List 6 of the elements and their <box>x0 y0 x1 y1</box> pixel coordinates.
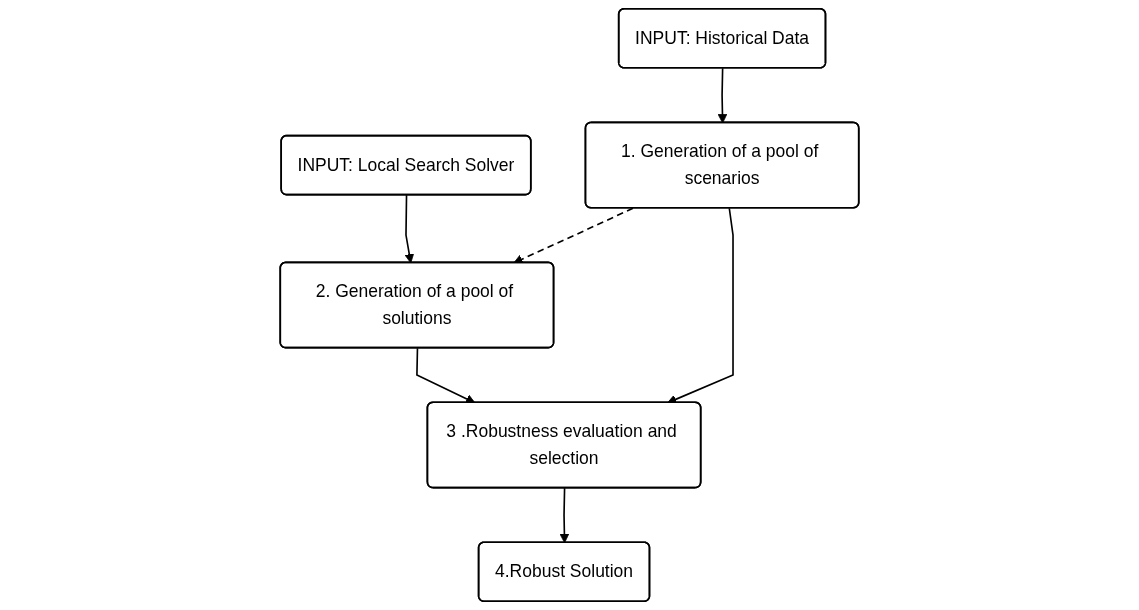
arrow <box>559 487 570 544</box>
arrow <box>404 194 415 264</box>
arrow <box>416 347 476 404</box>
arrow <box>667 207 734 404</box>
arrow <box>513 207 634 264</box>
arrow <box>717 67 728 124</box>
